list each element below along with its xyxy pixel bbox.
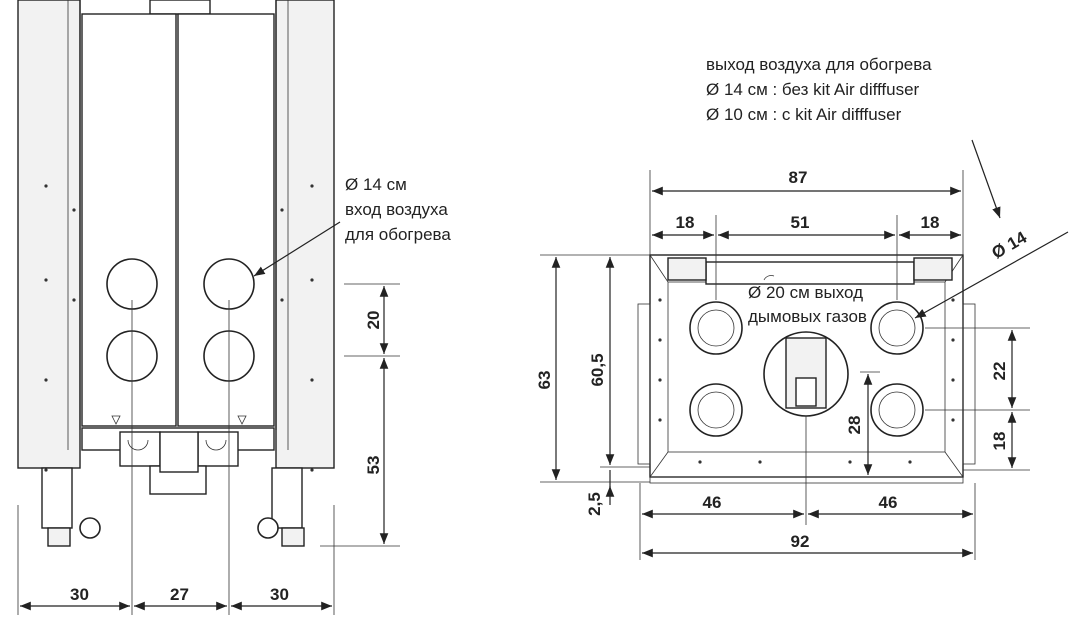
right-foot xyxy=(271,467,303,529)
left-side-column xyxy=(17,0,81,469)
outlet-note-line1: выход воздуха для обогрева xyxy=(706,55,932,74)
dim-front-bottom-right: 30 xyxy=(270,585,289,604)
dim-bottom-left: 46 xyxy=(703,493,722,512)
dim-flue-center: 28 xyxy=(845,416,864,435)
flue-note-line1: Ø 20 см выход xyxy=(748,283,863,302)
wheel-icon xyxy=(79,517,101,539)
top-view: 87 18 51 18 Ø 14 выход воздуха для обогр… xyxy=(535,55,1069,560)
dim-front-hole-spacing: 20 xyxy=(364,311,383,330)
top-rivets xyxy=(658,298,955,464)
outlet-leader-arrow xyxy=(971,139,1001,219)
wheel-icon xyxy=(257,517,279,539)
flue-note-line2: дымовых газов xyxy=(748,307,867,326)
dim-front-bottom-left: 30 xyxy=(70,585,89,604)
left-foot xyxy=(41,467,73,529)
inlet-note-line2: вход воздуха xyxy=(345,200,448,219)
front-view: 30 27 30 20 53 Ø 14 см вход воздуха для … xyxy=(17,0,451,615)
dim-top-left: 18 xyxy=(676,213,695,232)
right-side-column xyxy=(275,0,335,469)
dim-bottom-right: 46 xyxy=(879,493,898,512)
inlet-note-line3: для обогрева xyxy=(345,225,451,244)
dim-top-right: 18 xyxy=(921,213,940,232)
inlet-note-line1: Ø 14 см xyxy=(345,175,407,194)
dim-height-outer: 63 xyxy=(535,371,554,390)
outlet-note-line3: Ø 10 см : с kit Air difffuser xyxy=(706,105,902,124)
dim-front-hole-height: 53 xyxy=(364,456,383,475)
dim-top-total: 87 xyxy=(789,168,808,187)
dim-base-offset: 2,5 xyxy=(585,492,604,516)
dim-bottom-total: 92 xyxy=(791,532,810,551)
outlet-note-line2: Ø 14 см : без kit Air difffuser xyxy=(706,80,920,99)
dim-front-bottom-mid: 27 xyxy=(170,585,189,604)
dim-hole-spacing-v: 22 xyxy=(990,362,1009,381)
inlet-leader-arrow xyxy=(253,221,341,277)
dim-top-mid: 51 xyxy=(791,213,810,232)
dim-height-inner: 60,5 xyxy=(588,353,607,386)
dim-hole-bottom: 18 xyxy=(990,432,1009,451)
rivets xyxy=(44,184,314,472)
dim-outlet-diameter: Ø 14 xyxy=(989,228,1031,263)
